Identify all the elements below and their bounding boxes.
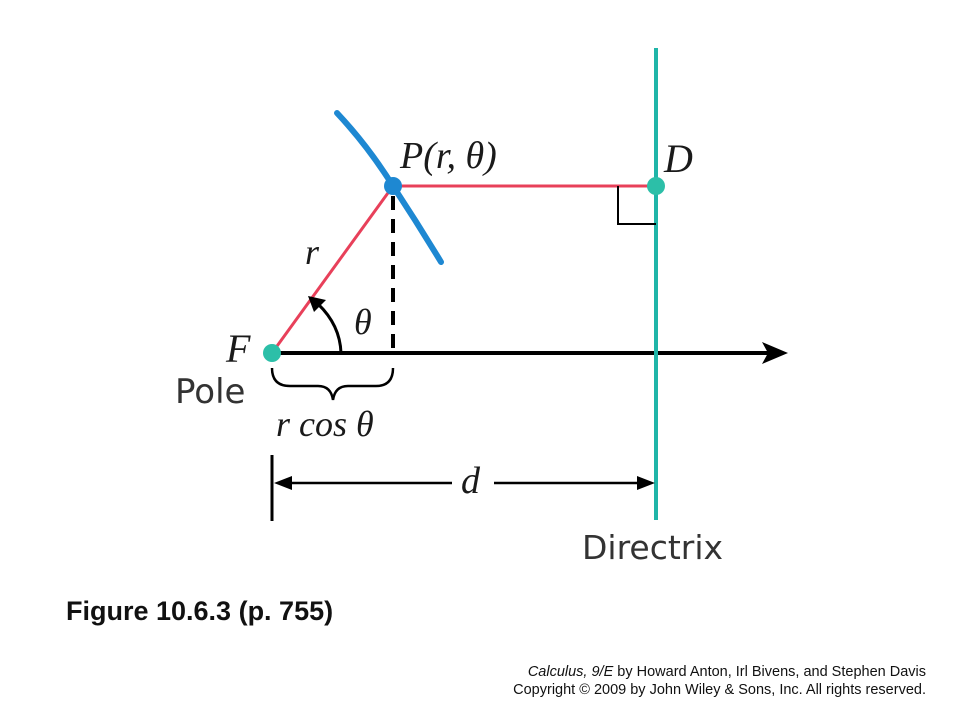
- angle-arc: [308, 296, 343, 354]
- directrix-label: Directrix: [582, 528, 723, 567]
- label-d: D: [663, 136, 693, 181]
- distance-left-arrowhead-icon: [274, 476, 292, 490]
- figure-title: Figure 10.6.3 (p. 755): [66, 596, 334, 626]
- right-angle-marker: [617, 186, 656, 225]
- distance-dimension: [270, 455, 655, 521]
- axis-arrowhead-icon: [762, 342, 788, 364]
- book-title: Calculus, 9/E: [527, 664, 614, 680]
- projection-brace: [270, 367, 395, 401]
- label-d-distance: d: [461, 460, 481, 502]
- label-f: F: [225, 326, 251, 371]
- distance-right-arrowhead-icon: [637, 476, 655, 490]
- label-r: r: [305, 232, 320, 272]
- credits-line-book: Calculus, 9/E by Howard Anton, Irl Biven…: [513, 663, 926, 681]
- angle-arrowhead-icon: [308, 296, 326, 312]
- pole-label: Pole: [175, 372, 245, 412]
- credits: Calculus, 9/E by Howard Anton, Irl Biven…: [513, 663, 926, 699]
- label-p: P(r, θ): [399, 135, 497, 177]
- copyright-line: Copyright © 2009 by John Wiley & Sons, I…: [513, 682, 926, 698]
- book-authors: by Howard Anton, Irl Bivens, and Stephen…: [613, 664, 926, 680]
- point-p: [384, 177, 402, 195]
- label-r-cos-theta: r cos θ: [276, 404, 374, 444]
- focus-point-f: [263, 344, 281, 362]
- point-d: [647, 177, 665, 195]
- radius-segment: [270, 185, 395, 354]
- label-theta: θ: [354, 302, 372, 342]
- polar-axis: [272, 342, 788, 364]
